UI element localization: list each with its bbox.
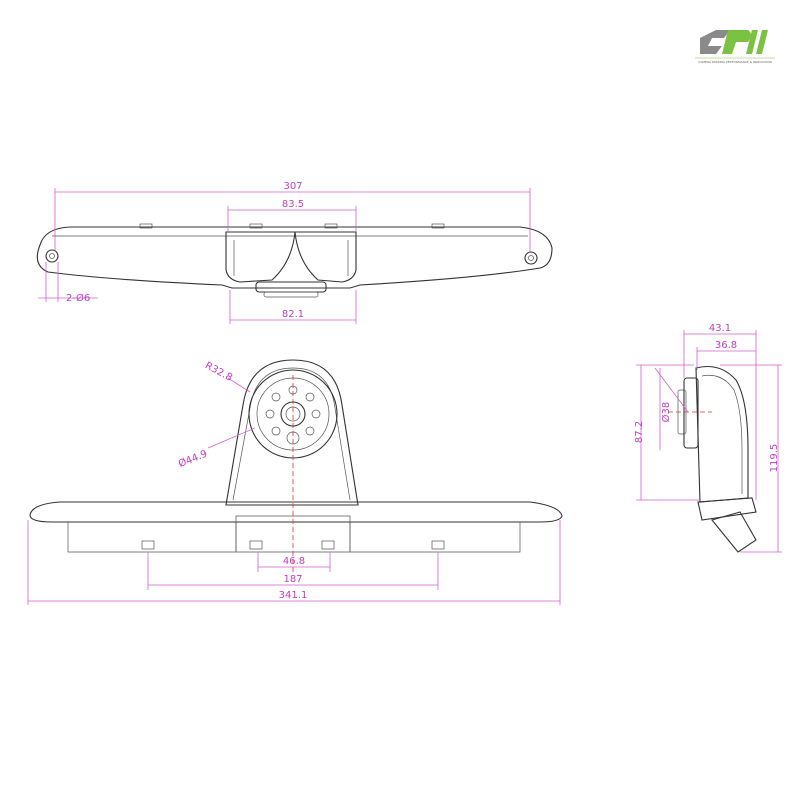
front-center-block (235, 515, 351, 553)
front-bar-outline (29, 501, 563, 523)
front-clip-2 (249, 540, 263, 550)
top-housing-left (225, 231, 296, 283)
top-tab-3 (324, 223, 338, 229)
top-housing-right (294, 231, 357, 283)
top-lens-body (255, 281, 327, 293)
front-clip-1 (141, 540, 155, 550)
dim-label-341-1: 341.1 (279, 590, 308, 601)
top-housing-inner (233, 240, 349, 276)
side-mount-bracket (711, 511, 757, 553)
front-bar-lower (67, 522, 521, 553)
ir-led-7 (265, 409, 275, 419)
dim-label-87-2: 87.2 (634, 421, 645, 443)
logo-p-shape (722, 30, 751, 54)
dim-label-46-8: 46.8 (283, 556, 305, 567)
dim-label-r32-8: R32.8 (203, 360, 234, 383)
ir-led-4 (305, 426, 315, 436)
top-lens-ring (263, 291, 319, 298)
logo-c-shape (700, 30, 730, 54)
dim-label-307: 307 (283, 181, 302, 192)
ir-led-3 (311, 409, 321, 419)
dim-label-43-1: 43.1 (709, 323, 731, 334)
top-tab-2 (249, 223, 263, 229)
front-view: R32.8 Ø44.9 46.8 187 341.1 (27, 359, 563, 605)
dim-label-187: 187 (283, 574, 302, 585)
side-lens-body (683, 377, 699, 449)
front-clip-4 (431, 540, 445, 550)
top-view-bar-outline (36, 226, 553, 289)
side-housing-inner (701, 374, 743, 494)
mount-hole-left (45, 249, 59, 263)
dim-label-36-8: 36.8 (715, 340, 737, 351)
side-housing-outline (695, 365, 749, 503)
side-base (697, 497, 757, 521)
dim-label-diameter-38: Ø38 (660, 402, 672, 423)
dim-label-82-1: 82.1 (282, 309, 304, 320)
front-camera-housing (225, 359, 359, 506)
dim-label-119-5: 119.5 (769, 444, 780, 473)
mount-hole-right (524, 251, 538, 265)
logo-i2-shape (756, 30, 768, 54)
side-view: 43.1 36.8 Ø38 87.2 119.5 (634, 323, 782, 553)
logo-tagline: CAMERA PARKING PERFORMANCE & INNOVATION (698, 60, 772, 64)
top-tab-1 (139, 223, 153, 229)
ir-led-8 (271, 392, 281, 402)
ir-led-2 (305, 392, 315, 402)
mount-hole-right-inner (528, 255, 534, 261)
mount-hole-left-inner (49, 253, 55, 259)
top-view: 307 83.5 82.1 2-Ø6 (36, 181, 553, 324)
ir-led-6 (271, 426, 281, 436)
front-lens (280, 401, 306, 427)
front-clip-3 (321, 540, 335, 550)
dim-label-holes: 2-Ø6 (66, 292, 90, 304)
company-logo: CAMERA PARKING PERFORMANCE & INNOVATION (695, 30, 775, 64)
top-tab-4 (431, 223, 445, 229)
dim-label-83-5: 83.5 (282, 199, 304, 210)
logo-i-shape (746, 30, 758, 54)
dim-label-diameter-44-9: Ø44.9 (177, 448, 209, 470)
